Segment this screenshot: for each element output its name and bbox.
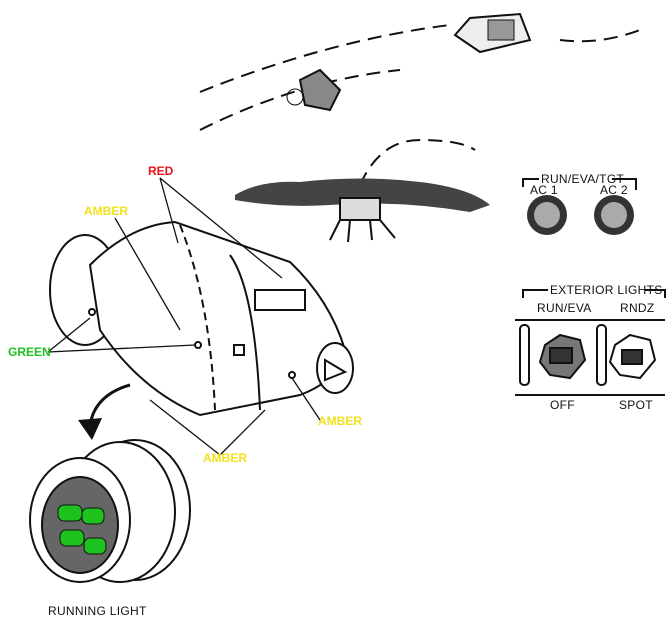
green-lamp-elements xyxy=(57,504,107,555)
lunar-module-landed-icon xyxy=(329,197,396,243)
panel-group2-title: EXTERIOR LIGHTS xyxy=(550,283,663,297)
panel-group1-title: RUN/EVA/TGT xyxy=(541,172,625,186)
command-module xyxy=(49,220,354,417)
callout-red: RED xyxy=(148,164,174,178)
run-eva-switch xyxy=(519,324,587,386)
lunar-module-ascent-icon xyxy=(286,68,342,112)
run-eva-label: RUN/EVA xyxy=(537,301,592,315)
lunar-surface xyxy=(235,178,490,212)
ac2-circuit-breaker xyxy=(594,195,634,235)
control-panel-lines xyxy=(515,178,666,396)
off-label: OFF xyxy=(550,398,575,412)
rndz-label: RNDZ xyxy=(620,301,655,315)
callout-amber-top: AMBER xyxy=(84,204,128,218)
callout-amber-bottom: AMBER xyxy=(203,451,247,465)
callout-leaders xyxy=(47,177,321,456)
pointer-arrow xyxy=(78,383,131,440)
rndz-switch xyxy=(596,324,657,386)
ac2-label: AC 2 xyxy=(600,183,628,197)
ac1-circuit-breaker xyxy=(527,195,567,235)
running-light-detail xyxy=(29,439,191,583)
running-light-caption: RUNNING LIGHT xyxy=(48,604,147,618)
callout-amber-right: AMBER xyxy=(318,414,362,428)
callout-green: GREEN xyxy=(8,345,51,359)
orbit-paths xyxy=(199,24,641,186)
ac1-label: AC 1 xyxy=(530,183,558,197)
command-module-orbit-icon xyxy=(453,12,532,54)
spot-label: SPOT xyxy=(619,398,653,412)
